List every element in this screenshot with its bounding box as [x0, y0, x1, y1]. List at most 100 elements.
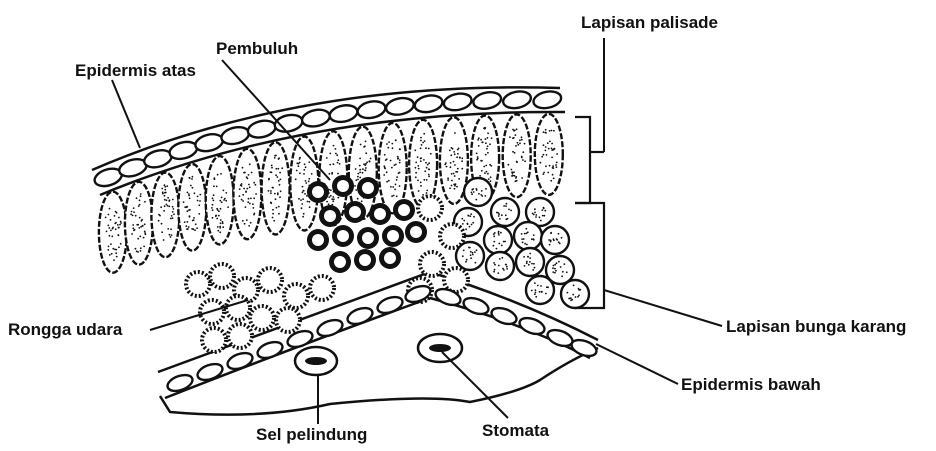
- stipple-dot: [328, 203, 330, 205]
- stipple-dot: [326, 157, 328, 159]
- stipple-dot: [422, 142, 424, 144]
- stipple-dot: [552, 174, 554, 176]
- stipple-dot: [493, 262, 495, 264]
- stipple-dot: [270, 192, 272, 194]
- lower-epidermis-cell: [165, 372, 194, 394]
- leader-stomata: [442, 352, 508, 418]
- stipple-dot: [221, 197, 223, 199]
- stipple-dot: [521, 136, 523, 138]
- stipple-dot: [392, 186, 394, 188]
- stipple-dot: [553, 265, 555, 267]
- stipple-dot: [485, 138, 487, 140]
- air-space-cell: [284, 284, 308, 308]
- stipple-dot: [220, 173, 222, 175]
- stipple-dot: [485, 165, 487, 167]
- stipple-dot: [217, 226, 219, 228]
- stipple-dot: [275, 198, 277, 200]
- lower-epidermis-cell: [517, 315, 546, 337]
- spongy-cell: [516, 248, 544, 276]
- stipple-dot: [450, 162, 452, 164]
- stipple-dot: [553, 178, 555, 180]
- stipple-dot: [365, 167, 367, 169]
- palisade-cell: [262, 142, 290, 234]
- air-space-cell: [186, 272, 210, 296]
- lower-epidermis-cell: [315, 317, 344, 339]
- stipple-dot: [279, 172, 281, 174]
- stipple-dot: [223, 190, 225, 192]
- stipple-dot: [272, 209, 274, 211]
- stipple-dot: [109, 208, 111, 210]
- stipple-dot: [552, 165, 554, 167]
- stipple-dot: [308, 161, 310, 163]
- stipple-dot: [384, 167, 386, 169]
- stipple-dot: [513, 171, 515, 173]
- stipple-dot: [481, 160, 483, 162]
- stipple-dot: [362, 172, 364, 174]
- stipple-dot: [535, 214, 537, 216]
- vessel-cell-inner: [349, 206, 361, 218]
- stipple-dot: [559, 243, 561, 245]
- stipple-dot: [503, 205, 505, 207]
- stipple-dot: [137, 238, 139, 240]
- stipple-dot: [566, 271, 568, 273]
- stipple-dot: [166, 204, 168, 206]
- stipple-dot: [555, 270, 557, 272]
- stipple-dot: [451, 173, 453, 175]
- stipple-dot: [245, 206, 247, 208]
- stipple-dot: [211, 207, 213, 209]
- stipple-dot: [540, 220, 542, 222]
- stipple-dot: [420, 185, 422, 187]
- stipple-dot: [112, 227, 114, 229]
- stipple-dot: [167, 197, 169, 199]
- stipple-dot: [506, 268, 508, 270]
- stipple-dot: [556, 162, 558, 164]
- stipple-dot: [220, 222, 222, 224]
- stipple-dot: [501, 214, 503, 216]
- stipple-dot: [499, 258, 501, 260]
- stipple-dot: [505, 218, 507, 220]
- stipple-dot: [168, 206, 170, 208]
- stipple-dot: [355, 168, 357, 170]
- stipple-dot: [426, 167, 428, 169]
- stipple-dot: [115, 252, 117, 254]
- stipple-dot: [277, 168, 279, 170]
- stipple-dot: [190, 185, 192, 187]
- stipple-dot: [415, 162, 417, 164]
- stipple-dot: [560, 266, 562, 268]
- stipple-dot: [532, 269, 534, 271]
- stipple-dot: [455, 183, 457, 185]
- stipple-dot: [301, 207, 303, 209]
- spongy-cell-wall: [514, 222, 542, 250]
- stipple-dot: [563, 263, 565, 265]
- stipple-dot: [197, 196, 199, 198]
- stipple-dot: [193, 217, 195, 219]
- stipple-dot: [420, 137, 422, 139]
- stipple-dot: [487, 152, 489, 154]
- stipple-dot: [391, 195, 393, 197]
- palisade-cell: [409, 120, 437, 208]
- stipple-dot: [454, 164, 456, 166]
- stipple-dot: [279, 196, 281, 198]
- stipple-dot: [391, 143, 393, 145]
- stipple-dot: [493, 241, 495, 243]
- bottom-cut-edge: [160, 348, 598, 415]
- stipple-dot: [119, 224, 121, 226]
- stipple-dot: [493, 271, 495, 273]
- stipple-dot: [135, 248, 137, 250]
- label-epidermis-atas: Epidermis atas: [75, 62, 196, 79]
- stipple-dot: [339, 163, 341, 165]
- stipple-dot: [548, 239, 550, 241]
- stipple-dot: [470, 257, 472, 259]
- stipple-dot: [335, 148, 337, 150]
- stipple-dot: [477, 156, 479, 158]
- stipple-dot: [487, 132, 489, 134]
- stipple-dot: [497, 272, 499, 274]
- stipple-dot: [516, 128, 518, 130]
- spongy-cells: [454, 178, 589, 308]
- stipple-dot: [469, 215, 471, 217]
- stipple-dot: [527, 256, 529, 258]
- stipple-dot: [357, 198, 359, 200]
- label-rongga-udara: Rongga udara: [8, 321, 122, 338]
- stipple-dot: [524, 143, 526, 145]
- stipple-dot: [359, 165, 361, 167]
